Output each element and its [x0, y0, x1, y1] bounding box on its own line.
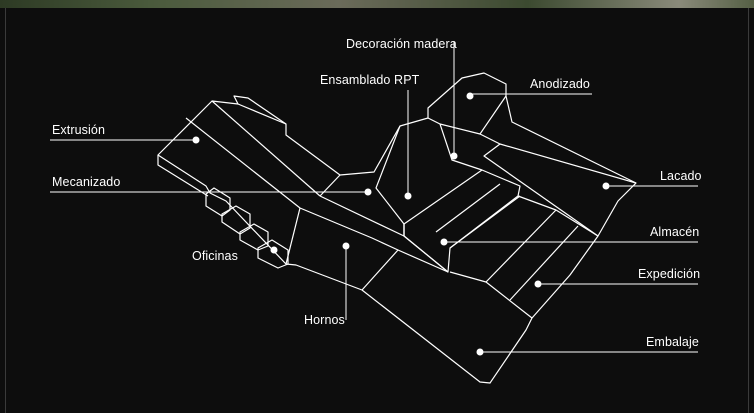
ensamblado-edge [376, 126, 404, 224]
extrusion-side [158, 155, 208, 196]
lacado-ridge-2 [484, 144, 598, 236]
outer-outline [158, 73, 636, 383]
label-mecanizado: Mecanizado [52, 175, 120, 189]
label-decoracion: Decoración madera [346, 37, 457, 51]
label-anodizado: Anodizado [530, 77, 590, 91]
almacen-ridge-2 [436, 184, 500, 232]
mecanizado-link [320, 175, 340, 196]
hornos-edge [300, 208, 398, 250]
marker-hornos [343, 243, 350, 250]
marker-anodizado [467, 93, 474, 100]
oficina-3 [240, 224, 268, 250]
marker-lacado [603, 183, 610, 190]
label-almacen: Almacén [650, 225, 699, 239]
oficina-4 [258, 240, 288, 268]
mecanizado-edge [320, 196, 404, 236]
almacen-ridge [450, 196, 520, 248]
marker-almacen [441, 239, 448, 246]
expedicion-edge-2 [450, 272, 532, 318]
marker-oficinas [271, 247, 278, 254]
label-embalaje: Embalaje [646, 335, 699, 349]
building-outline [158, 73, 636, 383]
label-ensamblado: Ensamblado RPT [320, 73, 420, 87]
label-lacado: Lacado [660, 169, 702, 183]
lacado-ridge [480, 134, 636, 183]
label-extrusion: Extrusión [52, 123, 105, 137]
marker-extrusion [193, 137, 200, 144]
label-expedicion: Expedición [638, 267, 700, 281]
hornos-bottom [362, 250, 448, 290]
leader-anodizado [470, 94, 592, 96]
marker-mecanizado [365, 189, 372, 196]
marker-decoracion [451, 153, 458, 160]
leader-lines [50, 42, 698, 352]
expedicion-divider [486, 210, 556, 282]
marker-expedicion [535, 281, 542, 288]
expedicion-edge [518, 196, 598, 236]
decoracion-edge [440, 124, 482, 170]
label-hornos: Hornos [304, 313, 345, 327]
expedicion-divider-2 [510, 226, 578, 300]
marker-embalaje [477, 349, 484, 356]
central-front [404, 224, 448, 272]
label-oficinas: Oficinas [192, 249, 238, 263]
anodizado-edge [428, 96, 506, 134]
marker-ensamblado [405, 193, 412, 200]
oficina-2 [222, 206, 250, 234]
almacen-block [404, 170, 520, 272]
